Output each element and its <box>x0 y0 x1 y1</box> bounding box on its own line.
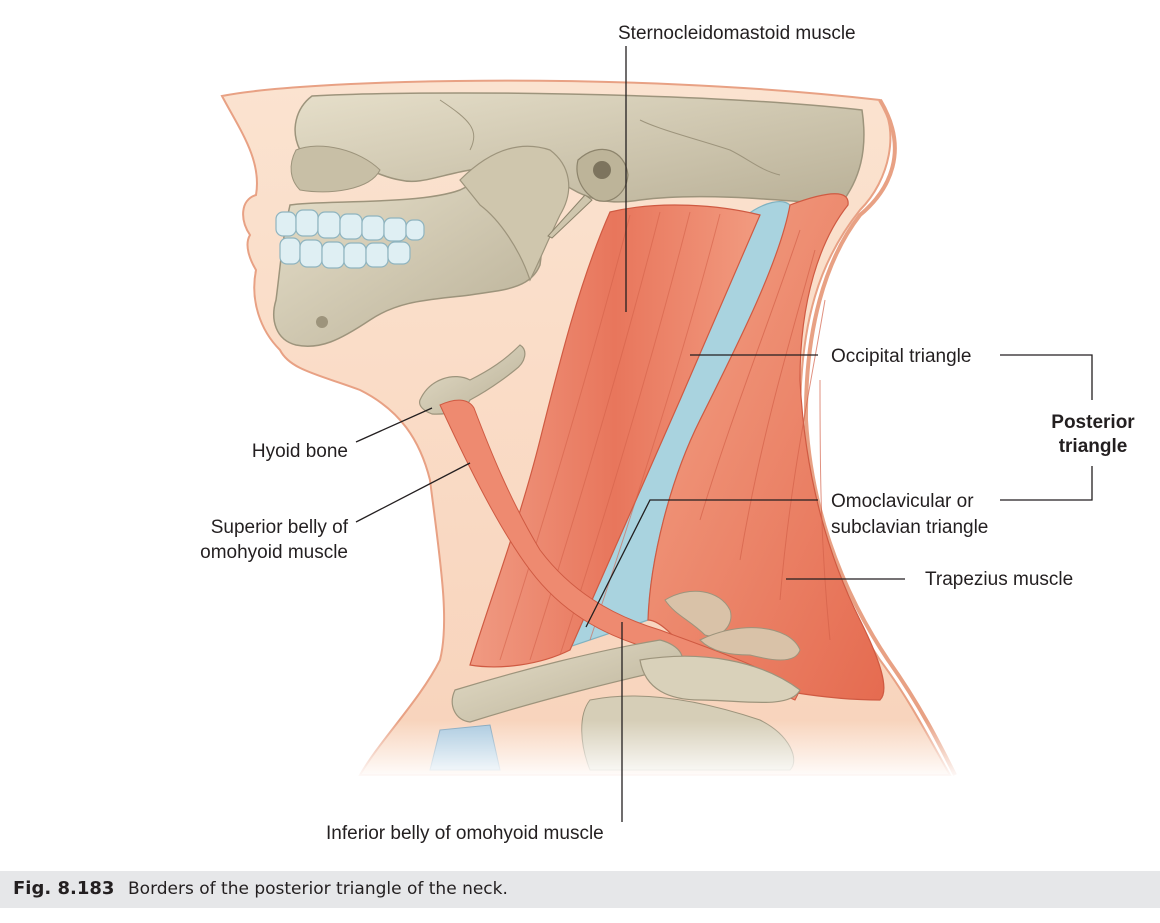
scapula-acromion <box>639 655 801 704</box>
sternocleidomastoid-muscle <box>469 204 761 668</box>
teeth <box>275 209 425 269</box>
label-hyoid-bone: Hyoid bone <box>251 441 348 462</box>
scapula-coracoid <box>664 590 732 637</box>
label-posterior-triangle-line2: triangle <box>1058 436 1128 457</box>
skin-back-outline <box>803 98 957 776</box>
label-trapezius: Trapezius muscle <box>925 569 1074 590</box>
mental-foramen <box>316 316 328 328</box>
caption-figure-number: Fig. 8.183 <box>13 878 115 899</box>
label-sternocleidomastoid: Sternocleidomastoid muscle <box>618 23 856 44</box>
label-omoclavicular-line2: subclavian triangle <box>831 517 989 538</box>
label-superior-belly-line1: Superior belly of <box>210 517 348 538</box>
label-occipital-triangle: Occipital triangle <box>831 346 972 367</box>
caption-text: Borders of the posterior triangle of the… <box>128 879 508 899</box>
external-acoustic-meatus <box>593 161 611 179</box>
orbit <box>290 145 381 193</box>
hyoid-bone <box>419 344 526 415</box>
first-rib <box>699 627 801 661</box>
label-superior-belly-line2: omohyoid muscle <box>200 542 348 563</box>
label-omoclavicular-line1: Omoclavicular or <box>831 491 974 512</box>
bottom-fade <box>330 720 980 780</box>
styloid-process <box>547 194 593 239</box>
label-posterior-triangle-line1: Posterior <box>1051 412 1135 433</box>
label-inferior-belly: Inferior belly of omohyoid muscle <box>326 823 604 844</box>
caption-bar <box>0 871 1160 908</box>
mandible-ramus <box>459 145 570 282</box>
leader-lines <box>355 46 1093 822</box>
trapezius-fibers <box>699 229 831 641</box>
skull-suture <box>439 99 781 176</box>
